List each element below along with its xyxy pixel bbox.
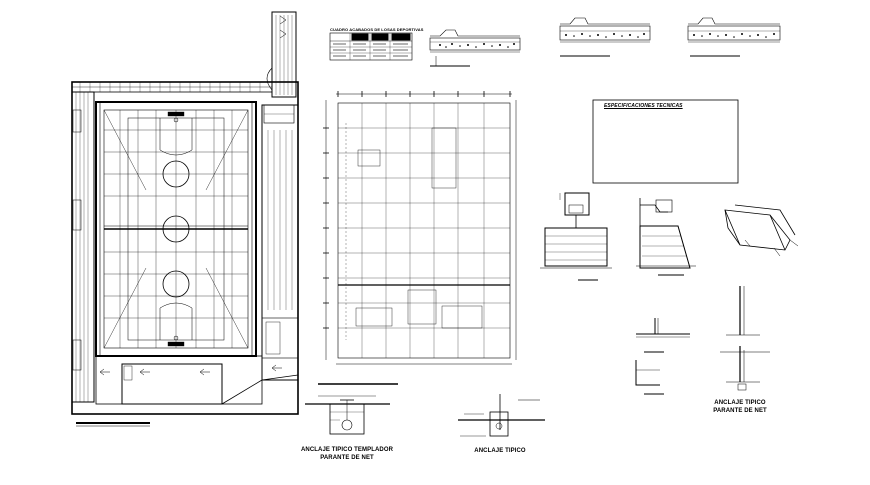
anchor-detail-tipico: [458, 394, 545, 437]
net-post-detail-3: [635, 360, 664, 395]
net-post-detail-4: [720, 346, 770, 391]
net-post-detail-1: [636, 318, 690, 353]
label-anclaje-tipico: ANCLAJE TIPICO: [474, 448, 526, 454]
label-anclaje-templador-line1: ANCLAJE TIPICO TEMPLADOR: [300, 447, 394, 453]
label-anclaje-parante-line2: PARANTE DE NET: [713, 408, 767, 414]
label-anclaje-templador-line2: PARANTE DE NET: [320, 455, 374, 461]
finishes-table: [329, 32, 413, 61]
anchor-detail-templador: [305, 395, 390, 435]
specs-title: ESPECIFICACIONES TECNICAS: [604, 103, 683, 109]
net-post-detail-2: [726, 286, 760, 336]
goal-isometric: [724, 204, 799, 257]
paving-grid-plan: [318, 91, 517, 385]
table-title: CUADRO ACABADOS DE LOSAS DEPORTIVAS: [330, 27, 424, 32]
pavement-sections: [429, 17, 781, 67]
court-plan: [71, 11, 299, 427]
label-anclaje-parante-line1: ANCLAJE TIPICO: [714, 400, 766, 406]
technical-specs-box: [592, 99, 739, 184]
hoop-elevation-side: [636, 198, 696, 276]
hoop-elevation-front: [540, 192, 612, 281]
